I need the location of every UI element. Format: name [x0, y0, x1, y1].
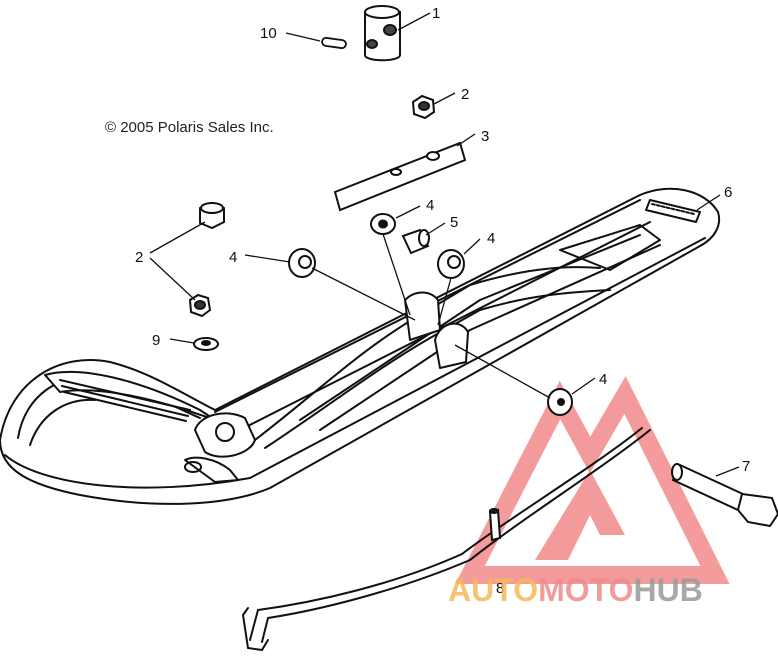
callout-10: 10: [260, 25, 277, 42]
part-10-pin: [321, 36, 347, 50]
callout-5: 5: [450, 214, 458, 231]
watermark-triangle: [455, 376, 730, 584]
watermark-logo-text: AUTOMOTOHUB: [448, 572, 703, 608]
watermark-moto: MOTO: [538, 572, 633, 608]
callout-numbers: 1 10 2 3 2 4 4 5 4 6 9 4 7 8: [135, 5, 750, 597]
part-9-washer: [193, 337, 219, 351]
leader-lines: [149, 12, 740, 477]
callout-4-left: 4: [229, 249, 237, 266]
callout-8: 8: [496, 580, 504, 597]
part-1-bushing: [364, 5, 401, 62]
watermark-hub: HUB: [633, 572, 702, 608]
ski-body: [0, 187, 720, 505]
svg-text:AUTOMOTOHUB: AUTOMOTOHUB: [448, 572, 703, 608]
part-4-washer-a: [370, 213, 396, 235]
part-5-spacer: [401, 228, 430, 255]
callout-4-lower: 4: [599, 371, 607, 388]
part-3-plate: [333, 141, 467, 212]
callout-4-upper: 4: [426, 197, 434, 214]
callout-1: 1: [432, 5, 440, 22]
callout-6: 6: [724, 184, 732, 201]
part-4-washer-d: [547, 388, 573, 416]
part-4-washer-b: [288, 248, 316, 278]
copyright-text: © 2005 Polaris Sales Inc.: [105, 119, 274, 136]
part-8-wear-bar: [241, 427, 651, 652]
callout-9: 9: [152, 332, 160, 349]
callout-7: 7: [742, 458, 750, 475]
part-7-bolt: [671, 463, 778, 528]
watermark-auto: AUTO: [448, 572, 538, 608]
part-2-nut-lower: [188, 293, 212, 318]
callout-3: 3: [481, 128, 489, 145]
part-4-washer-c: [437, 249, 465, 279]
callout-2-left: 2: [135, 249, 143, 266]
callout-4-right: 4: [487, 230, 495, 247]
part-2-nut-left: [199, 201, 225, 230]
callout-2-top: 2: [461, 86, 469, 103]
part-2-nut-top: [411, 94, 436, 120]
